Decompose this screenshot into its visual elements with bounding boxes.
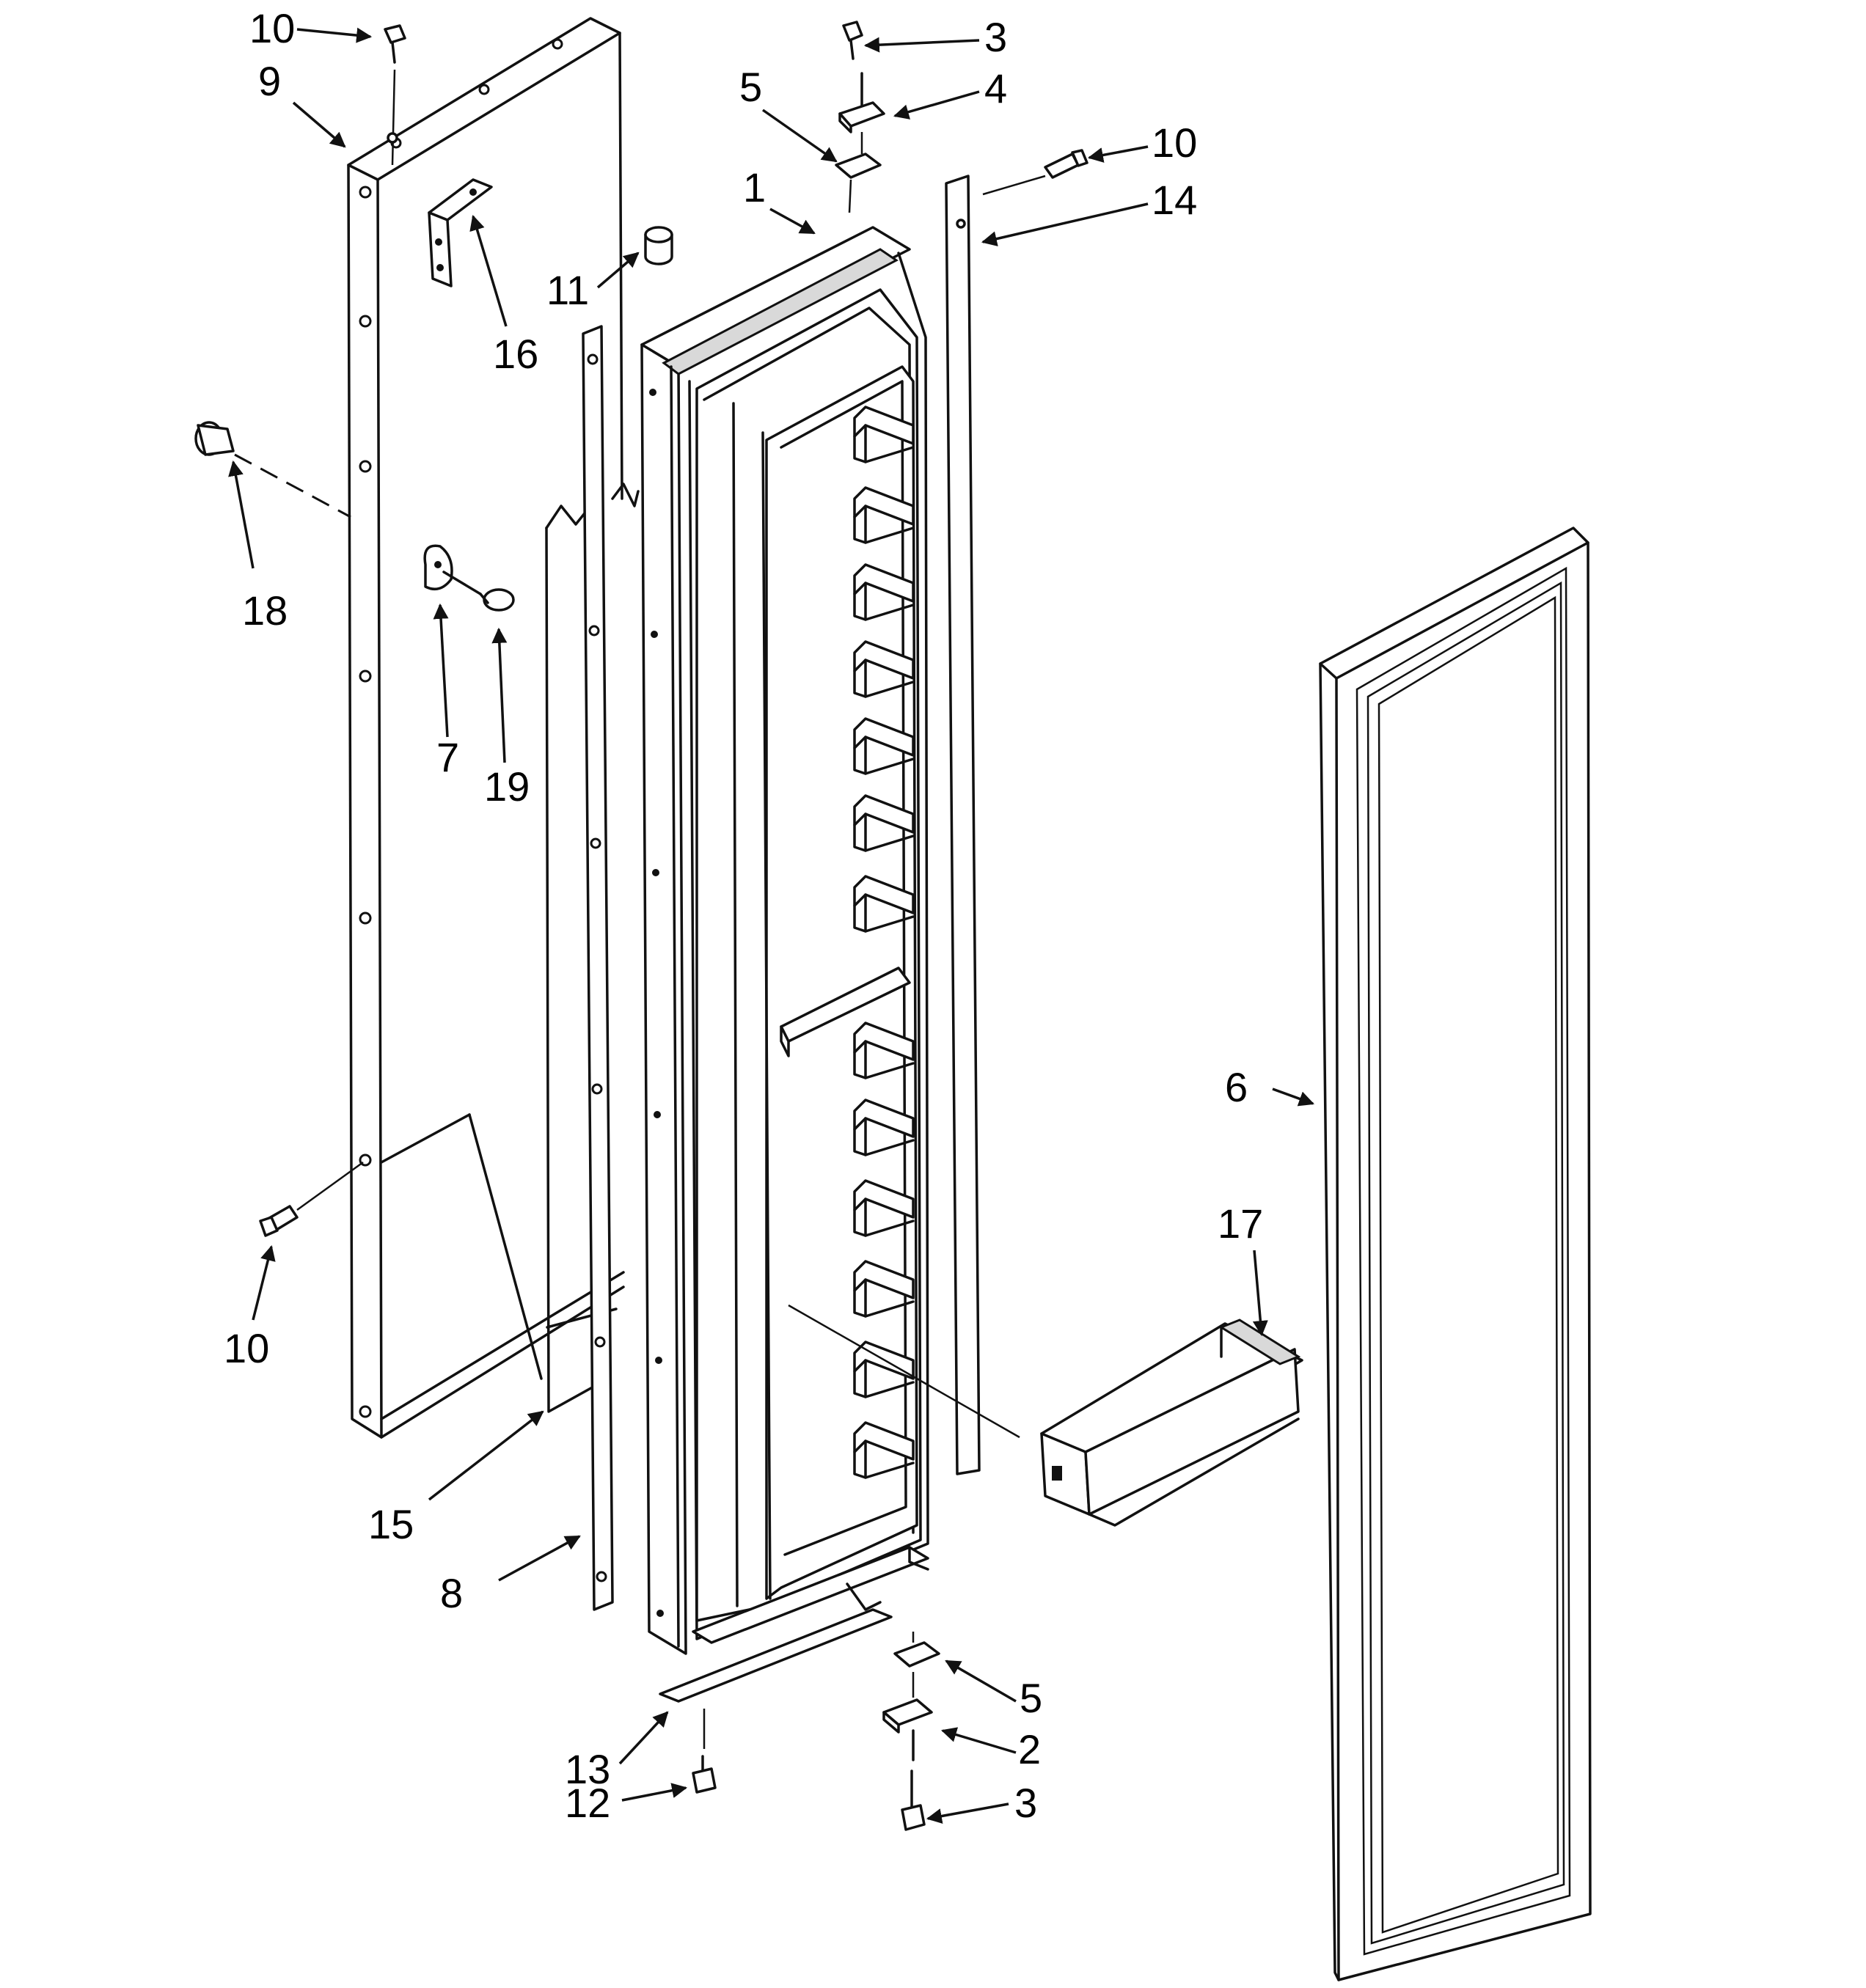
part-17-door-bin xyxy=(1040,1318,1303,1527)
part-12-screw xyxy=(692,1709,717,1794)
callout-2: 2 xyxy=(1018,1726,1041,1772)
callout-7: 7 xyxy=(436,734,459,780)
part-5-bottom-shim xyxy=(893,1632,940,1668)
leader-arrow xyxy=(491,627,508,763)
callout-10-lower: 10 xyxy=(224,1325,269,1371)
part-13-strip xyxy=(659,1608,893,1703)
leader-arrow xyxy=(428,1410,544,1501)
shelf-rib xyxy=(853,563,915,621)
part-18-plug xyxy=(194,421,351,518)
leader-arrow xyxy=(498,1535,581,1582)
part-3-bottom-screw xyxy=(901,1769,926,1831)
part-9-door-panel-frame xyxy=(347,17,640,1439)
callout-18: 18 xyxy=(242,587,288,634)
leader-arrow xyxy=(433,603,449,738)
callout-5-top: 5 xyxy=(739,64,762,110)
shelf-rib xyxy=(853,1260,915,1318)
shelf-rib xyxy=(853,1021,915,1079)
callout-5-bottom: 5 xyxy=(1020,1675,1042,1721)
shelf-rib xyxy=(853,486,915,544)
leader-arrow xyxy=(296,27,373,43)
part-7-hinge-cover xyxy=(423,544,453,591)
leader-arrows xyxy=(228,27,1314,1824)
callout-14: 14 xyxy=(1152,177,1197,223)
part-10-right-screw xyxy=(956,149,1088,229)
shelf-rib xyxy=(853,717,915,775)
part-16-bracket xyxy=(428,178,493,287)
shelf-rib xyxy=(853,875,915,933)
leader-arrow xyxy=(469,214,508,327)
leader-arrow xyxy=(769,208,816,235)
leader-arrow xyxy=(761,109,838,163)
callout-16: 16 xyxy=(493,331,538,377)
leader-arrow xyxy=(621,1783,688,1802)
callout-labels: 10 9 3 5 4 10 1 14 11 16 18 7 19 6 17 10… xyxy=(224,5,1263,1826)
leader-arrow xyxy=(596,252,640,289)
shelf-rib xyxy=(853,794,915,852)
leader-arrow xyxy=(893,90,980,120)
callout-4: 4 xyxy=(984,65,1007,111)
shelf-rib xyxy=(853,640,915,698)
leader-arrow xyxy=(863,37,980,53)
leader-arrow xyxy=(228,460,255,569)
callout-3-bottom: 3 xyxy=(1014,1780,1037,1826)
part-10-lower-screw xyxy=(259,1161,364,1237)
callout-19: 19 xyxy=(484,763,530,810)
callout-1: 1 xyxy=(743,164,766,210)
leader-arrow xyxy=(981,202,1149,246)
callout-15: 15 xyxy=(368,1501,414,1547)
shelf-rib xyxy=(853,406,915,463)
leader-arrow xyxy=(940,1727,1017,1754)
leader-arrow xyxy=(618,1711,669,1765)
leader-arrow xyxy=(1087,145,1149,163)
part-11-bushing xyxy=(644,226,673,265)
part-10-top-screw xyxy=(384,24,406,166)
callout-8: 8 xyxy=(440,1570,463,1616)
door-shelf-ribs xyxy=(853,406,915,1479)
shelf-rib xyxy=(853,1421,915,1479)
part-14-right-trim xyxy=(945,175,981,1475)
shelf-rib xyxy=(853,1098,915,1156)
leader-arrow xyxy=(926,1802,1009,1824)
shelf-rib xyxy=(853,1179,915,1237)
leader-arrow xyxy=(252,1244,276,1321)
part-19-screw xyxy=(442,571,515,612)
callout-17: 17 xyxy=(1218,1200,1263,1247)
part-8-side-trim xyxy=(582,325,614,1611)
callout-10-top: 10 xyxy=(249,5,295,51)
part-6-door-outer-panel xyxy=(1319,527,1592,1981)
part-5-top-shim xyxy=(835,153,882,179)
leader-arrow xyxy=(292,101,346,148)
callout-12: 12 xyxy=(565,1780,610,1826)
callout-13: 13 xyxy=(565,1746,610,1792)
part-2-bottom-hinge xyxy=(882,1672,933,1761)
callout-6: 6 xyxy=(1225,1064,1248,1110)
callout-3-top: 3 xyxy=(984,14,1007,60)
part-4-top-hinge xyxy=(838,72,885,133)
leader-arrow xyxy=(945,1659,1017,1703)
leader-arrow xyxy=(1252,1250,1268,1337)
callout-10-right: 10 xyxy=(1152,120,1197,166)
callout-11: 11 xyxy=(546,267,589,313)
part-3-top-screw xyxy=(842,21,863,213)
callout-9: 9 xyxy=(258,58,281,104)
leader-arrow xyxy=(1272,1087,1314,1107)
